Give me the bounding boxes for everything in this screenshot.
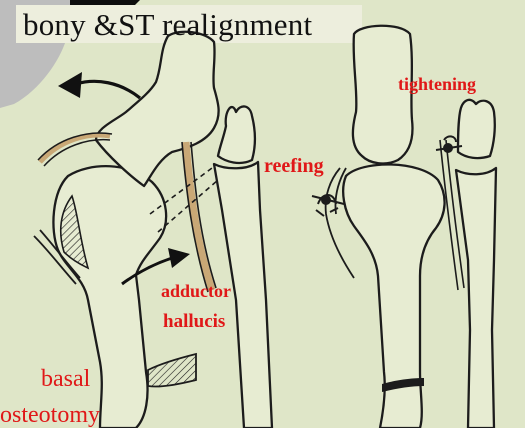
adductor-label: adductor [161, 282, 231, 300]
basal-label: basal [41, 367, 90, 391]
tightening-label: tightening [398, 75, 476, 93]
right-proximal-phalanx-bone [353, 26, 413, 164]
reefing-label: reefing [264, 156, 324, 176]
hallucis-label: hallucis [163, 312, 225, 331]
right-second-toe-bone [458, 100, 495, 158]
osteotomy-label: osteotomy [0, 403, 100, 427]
figure-title: bony &ST realignment [23, 9, 312, 40]
